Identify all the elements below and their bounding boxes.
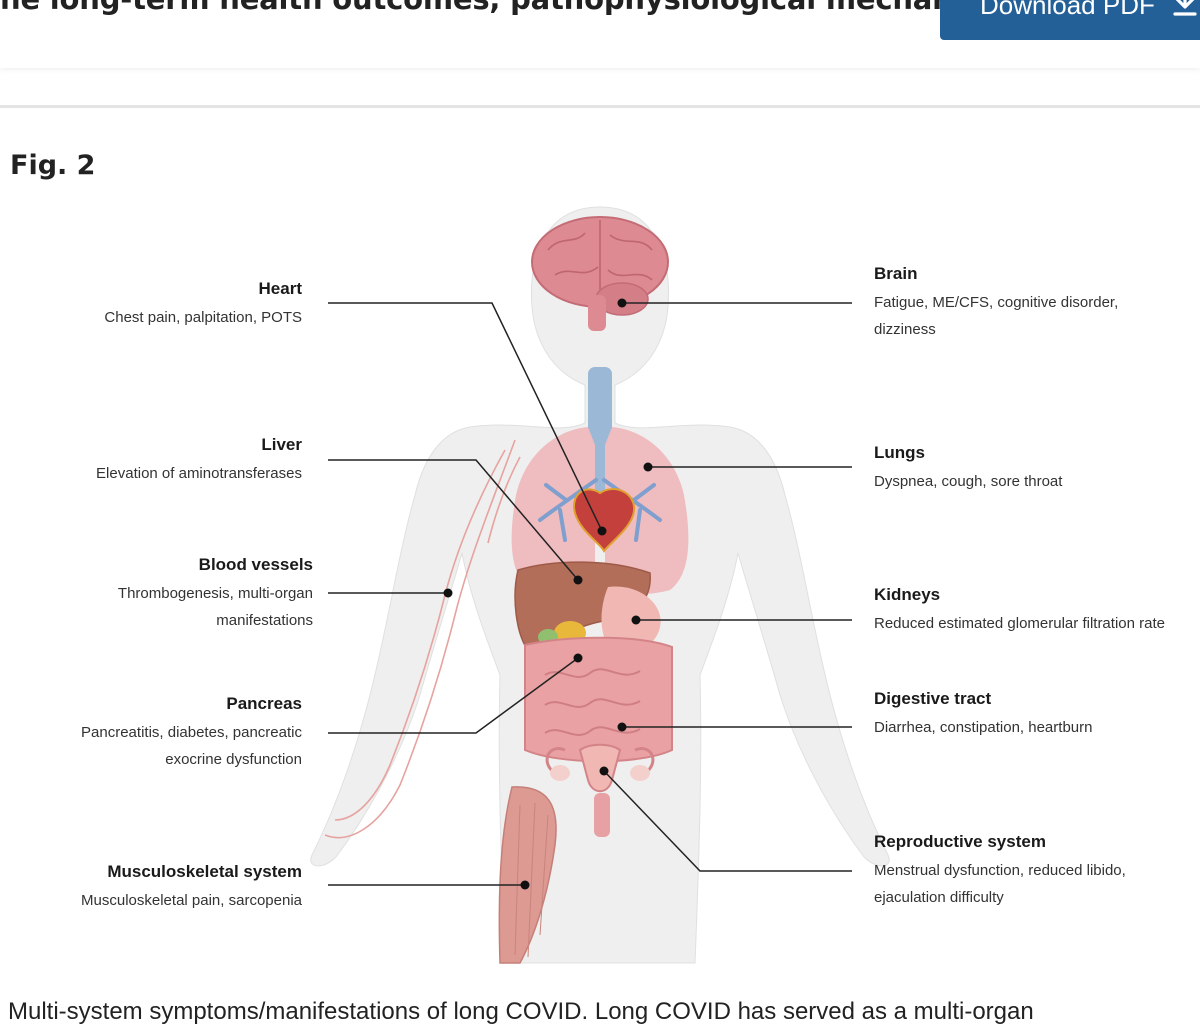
annotation-title: Reproductive system [874, 831, 1174, 853]
annotation-desc: Pancreatitis, diabetes, pancreatic exocr… [32, 719, 302, 773]
annotation-title: Digestive tract [874, 688, 1184, 710]
section-divider [0, 105, 1200, 108]
annotation-reproductive: Reproductive system Menstrual dysfunctio… [874, 831, 1174, 911]
annotation-desc: Dyspnea, cough, sore throat [874, 468, 1174, 495]
annotation-brain: Brain Fatigue, ME/CFS, cognitive disorde… [874, 263, 1174, 343]
annotation-blood-vessels: Blood vessels Thrombogenesis, multi-orga… [78, 554, 313, 634]
article-header: he long-term health outcomes, pathophysi… [0, 0, 1200, 68]
figure-diagram: Heart Chest pain, palpitation, POTS Live… [0, 195, 1200, 965]
annotation-title: Pancreas [32, 693, 302, 715]
annotation-desc: Diarrhea, constipation, heartburn [874, 714, 1184, 741]
annotation-pancreas: Pancreas Pancreatitis, diabetes, pancrea… [32, 693, 302, 773]
annotation-desc: Elevation of aminotransferases [42, 460, 302, 487]
annotation-title: Blood vessels [78, 554, 313, 576]
annotation-title: Liver [42, 434, 302, 456]
annotation-desc: Fatigue, ME/CFS, cognitive disorder, diz… [874, 289, 1174, 343]
figure-label: Fig. 2 [10, 150, 95, 181]
annotation-title: Kidneys [874, 584, 1184, 606]
annotation-desc: Chest pain, palpitation, POTS [42, 304, 302, 331]
download-pdf-button[interactable]: Download PDF [940, 0, 1200, 40]
download-pdf-label: Download PDF [980, 0, 1155, 20]
download-icon [1172, 0, 1198, 18]
annotation-heart: Heart Chest pain, palpitation, POTS [42, 278, 302, 331]
annotation-musculoskeletal: Musculoskeletal system Musculoskeletal p… [32, 861, 302, 914]
annotation-liver: Liver Elevation of aminotransferases [42, 434, 302, 487]
annotation-desc: Reduced estimated glomerular filtration … [874, 610, 1184, 637]
annotation-lungs: Lungs Dyspnea, cough, sore throat [874, 442, 1174, 495]
annotation-desc: Musculoskeletal pain, sarcopenia [32, 887, 302, 914]
annotation-title: Musculoskeletal system [32, 861, 302, 883]
annotation-title: Lungs [874, 442, 1174, 464]
annotation-digestive-tract: Digestive tract Diarrhea, constipation, … [874, 688, 1184, 741]
annotation-desc: Menstrual dysfunction, reduced libido, e… [874, 857, 1174, 911]
article-title: he long-term health outcomes, pathophysi… [0, 0, 1059, 16]
annotation-title: Heart [42, 278, 302, 300]
annotation-desc: Thrombogenesis, multi-organ manifestatio… [78, 580, 313, 634]
annotation-title: Brain [874, 263, 1174, 285]
annotation-kidneys: Kidneys Reduced estimated glomerular fil… [874, 584, 1184, 637]
